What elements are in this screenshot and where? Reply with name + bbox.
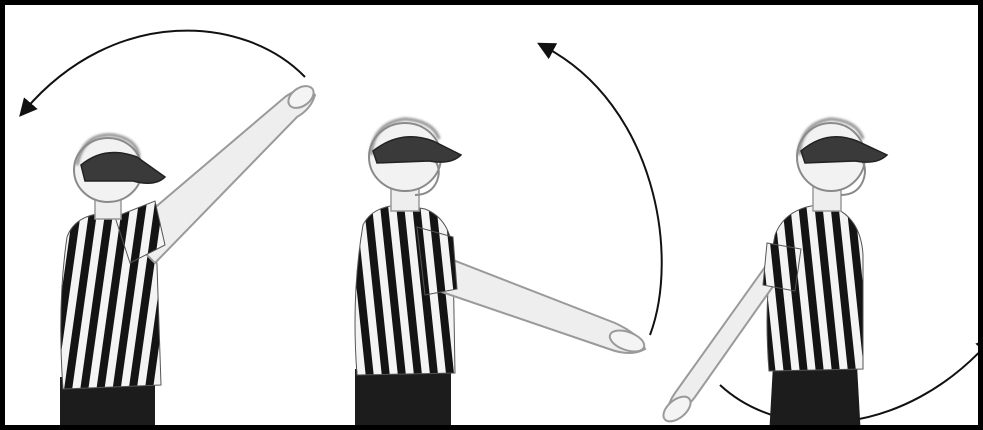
pants-2 (355, 369, 451, 430)
referee-signal-illustration (5, 5, 983, 430)
motion-arc-2 (545, 47, 662, 335)
cap-1 (81, 153, 165, 184)
sleeve-3 (763, 243, 801, 291)
motion-arc-1 (25, 31, 305, 110)
referee-figure-3 (659, 119, 983, 430)
referee-figure-1 (25, 31, 318, 430)
referee-figure-2 (355, 47, 662, 430)
pants-3 (769, 365, 861, 430)
